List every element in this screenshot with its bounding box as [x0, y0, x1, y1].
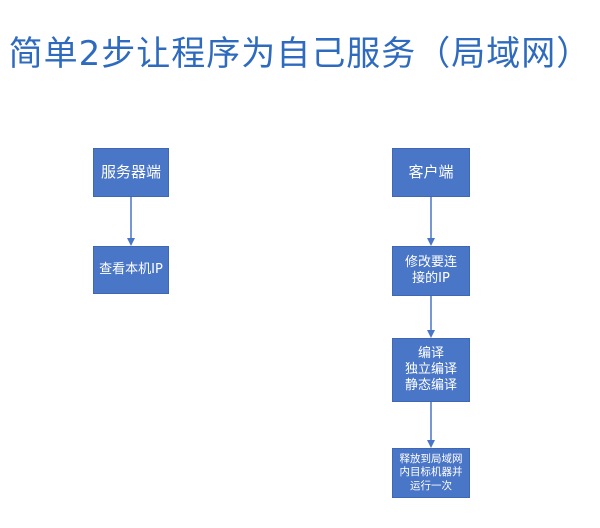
deploy-line-3: 运行一次 [410, 479, 452, 492]
client-node-label: 客户端 [408, 163, 454, 182]
compile-node: 编译 独立编译 静态编译 [392, 338, 470, 402]
compile-line-1: 编译 [417, 345, 444, 361]
check-ip-node: 查看本机IP [93, 246, 169, 294]
server-node: 服务器端 [93, 148, 169, 197]
compile-line-3: 静态编译 [404, 378, 457, 394]
page-title: 简单2步让程序为自己服务（局域网） [8, 34, 592, 74]
server-node-label: 服务器端 [100, 163, 161, 182]
compile-line-2: 独立编译 [404, 361, 457, 377]
check-ip-node-label: 查看本机IP [99, 261, 163, 277]
deploy-node: 释放到局域网 内目标机器并 运行一次 [392, 448, 470, 498]
deploy-line-2: 内目标机器并 [399, 466, 463, 479]
client-node: 客户端 [392, 148, 470, 197]
deploy-line-1: 释放到局域网 [399, 453, 463, 466]
modify-ip-node-label: 修改要连接的IP [404, 254, 457, 286]
modify-ip-node: 修改要连接的IP [392, 246, 470, 296]
